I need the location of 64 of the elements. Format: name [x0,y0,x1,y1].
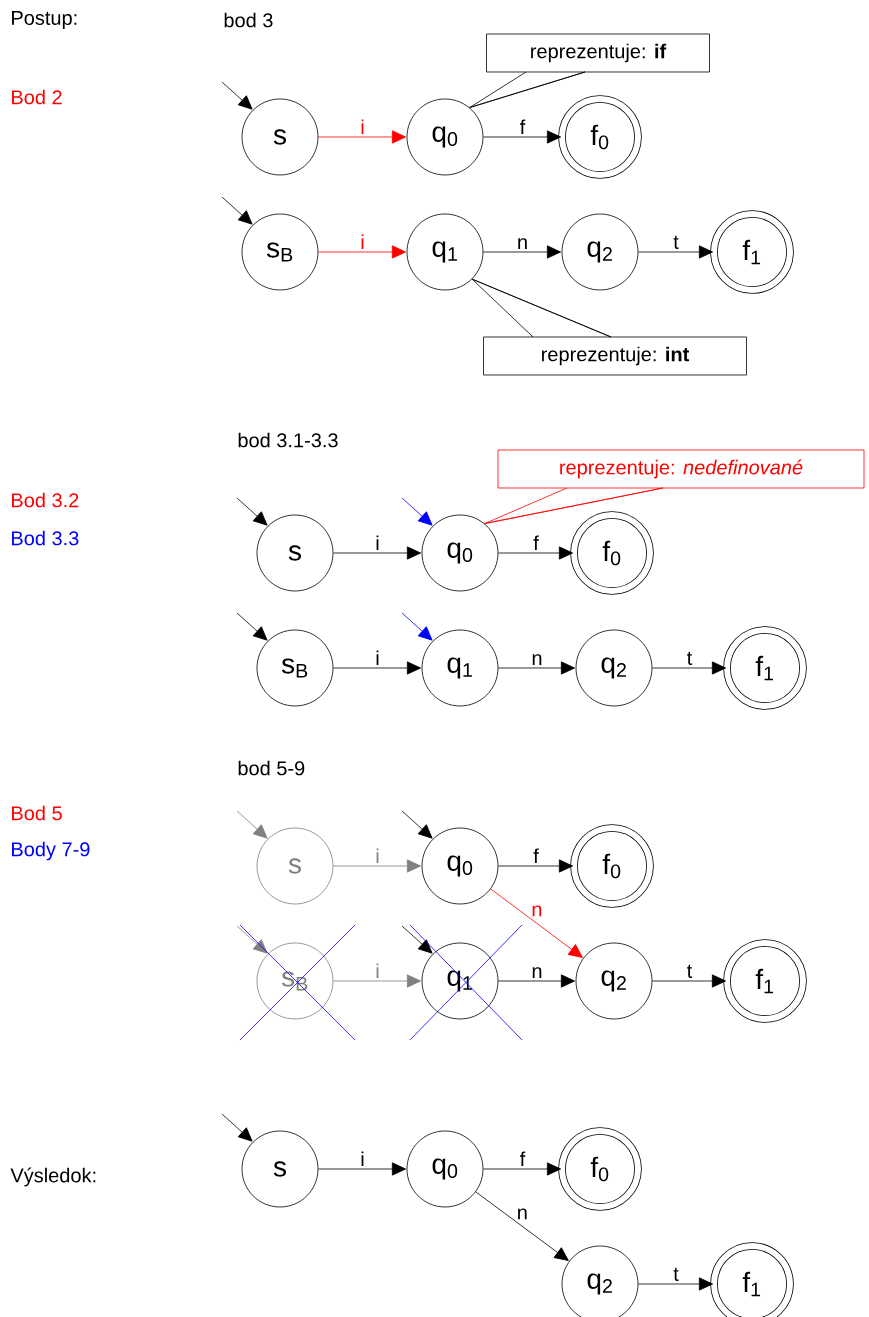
arrow [483,245,562,259]
heading-text: Výsledok: [10,1167,96,1187]
arrow [333,546,422,560]
arrow [236,810,268,839]
edge-label: i [373,534,382,552]
edge-label: n [515,236,530,251]
heading-text: Body 7-9 [12,841,90,861]
arrow [401,925,433,954]
edge-label: n [530,965,544,980]
heading-text: Bod 5 [12,805,62,821]
arrow [483,130,562,144]
edge-label: f [531,534,541,552]
heading-text: Postup: [12,11,77,29]
edge-label: n [515,1207,530,1221]
arrow [401,497,433,526]
arrow [236,925,268,954]
edge-label: t [671,1266,681,1283]
edge-label: i [373,847,382,865]
heading-text: Bod 3.2 [12,492,79,508]
edge-label: n [530,904,544,918]
arrow [652,974,727,988]
arrow [333,974,422,988]
edge-label: f [518,118,527,136]
edge-label: i [358,118,367,136]
callout-box: reprezentuje: int [483,336,747,376]
arrow [318,1162,407,1176]
edge-label: i [373,649,382,667]
arrow [236,497,268,526]
arrow [652,661,727,675]
arrow [236,612,268,641]
heading-text: Bod 3.3 [12,530,79,546]
arrow [638,245,714,259]
edge-label: i [373,962,382,980]
arrow [401,612,433,641]
arrow [333,661,422,675]
edge-label: t [685,650,694,667]
arrow [221,1113,253,1142]
heading-text: bod 5-9 [238,760,305,776]
arrow [483,1162,562,1176]
arrow [475,1191,569,1261]
edge-label: t [671,234,681,251]
arrow [498,974,576,988]
arrow [401,810,433,839]
arrow [318,245,407,259]
edge-label: i [358,1150,367,1168]
arrow [333,859,422,873]
edge-label: n [530,652,544,667]
heading-text: Bod 2 [12,89,62,105]
callout-box: reprezentuje: nedefinované [497,449,865,489]
callout-box: reprezentuje: if [486,33,710,73]
heading-text: bod 3 [224,12,273,28]
edge-label: i [358,233,367,251]
arrow [498,859,574,873]
arrow [490,888,583,958]
arrow [498,661,576,675]
edge-label: f [518,1150,527,1168]
arrow [221,196,253,225]
edge-label: f [531,847,541,865]
arrow [498,546,574,560]
arrow [221,81,253,110]
edge-label: t [685,963,694,980]
heading-text: bod 3.1-3.3 [238,432,338,448]
arrow [638,1277,714,1291]
arrow [318,130,407,144]
